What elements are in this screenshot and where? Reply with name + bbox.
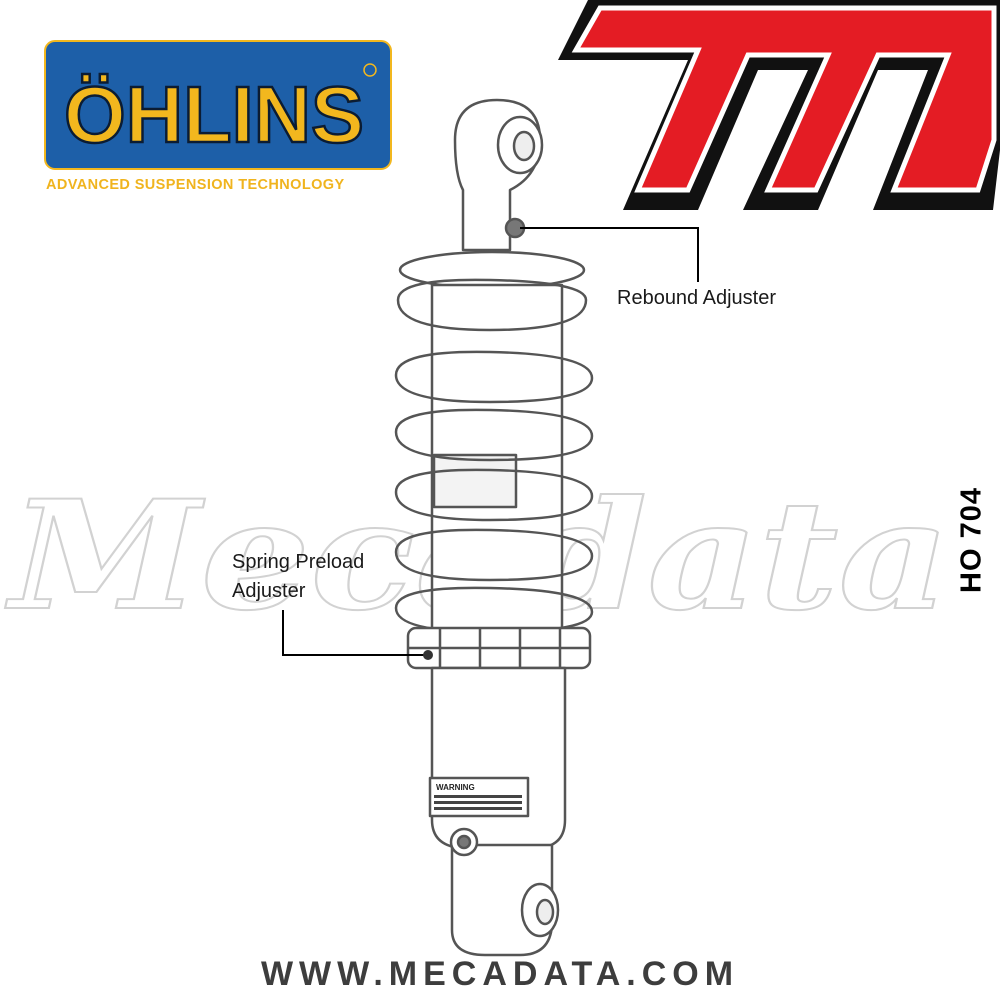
spring-preload-adjuster-label: Spring Preload Adjuster: [232, 551, 365, 602]
callout-leaders: [282, 227, 699, 656]
preload-adjuster-marker: [423, 650, 433, 660]
red-m-logo-icon: [558, 0, 1000, 210]
footer-url: WWW.MECADATA.COM: [260, 955, 740, 993]
ohlins-logo-text: ÖHLINS: [64, 70, 364, 159]
ohlins-tagline: ADVANCED SUSPENSION TECHNOLOGY: [46, 177, 345, 193]
rebound-adjuster-label: Rebound Adjuster: [617, 287, 777, 309]
registered-mark-icon: [363, 63, 377, 77]
shock-absorber: WARNING: [394, 98, 594, 957]
part-code: HO 704: [955, 487, 988, 593]
ohlins-logo: ÖHLINS: [44, 40, 392, 170]
warning-decal-text: WARNING: [436, 783, 475, 792]
